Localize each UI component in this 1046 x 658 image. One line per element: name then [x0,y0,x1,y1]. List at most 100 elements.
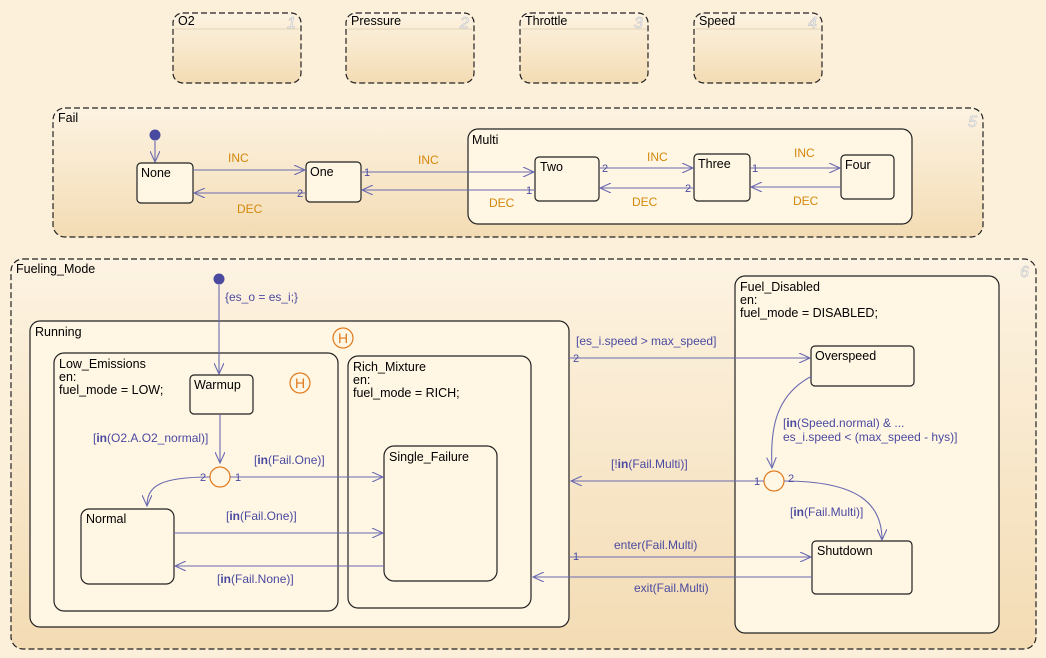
history-junction-low-emissions[interactable]: H [289,372,311,394]
state-one-name: One [310,165,334,179]
state-speed-name: Speed [699,14,735,28]
state-speed-order: 4 [808,15,817,32]
state-fail-order: 5 [968,114,977,131]
label-inc-2: INC [418,153,439,167]
state-warmup-name: Warmup [194,378,241,392]
state-four-name: Four [845,158,871,172]
state-four[interactable]: Four [840,154,895,200]
label-not-multi: [!in(Fail.Multi)] [611,457,688,471]
state-one[interactable]: One [305,161,362,203]
label-enter-multi: enter(Fail.Multi) [614,538,697,552]
state-o2-order: 1 [287,15,296,32]
transition-four-three[interactable]: DEC [751,187,841,208]
state-normal[interactable]: Normal [80,508,175,585]
port-one-out: 1 [364,167,370,179]
state-low-emissions-en: en: [59,370,76,384]
junction-disabled[interactable] [763,470,785,492]
label-speed-normal-1: [in(Speed.normal) & ... [783,416,904,430]
state-fuel-disabled-en: en: [740,293,757,307]
label-default-action: {es_o = es_i;} [225,290,298,304]
state-fuel-disabled-name: Fuel_Disabled [740,280,820,294]
state-none-name: None [141,166,171,180]
state-pressure-order: 2 [459,15,469,32]
state-multi-name: Multi [472,133,498,147]
port-two-in: 1 [526,185,532,197]
port-disabled-1: 1 [754,476,760,488]
default-transition-warmup[interactable]: {es_o = es_i;} [213,273,299,375]
transition-two-one[interactable]: 1 DEC [362,185,535,210]
junction-low[interactable] [209,466,231,488]
label-dec-4: DEC [793,194,819,208]
state-two[interactable]: Two [534,156,600,202]
history-h-low: H [295,375,305,391]
state-pressure[interactable]: Pressure 2 [345,12,475,84]
state-low-emissions-action: fuel_mode = LOW; [59,383,163,397]
state-rich-mixture-action: fuel_mode = RICH; [353,386,460,400]
transition-normal-single-failure[interactable]: [in(Fail.One)] [174,509,383,533]
state-three[interactable]: Three [693,153,751,202]
label-speed-normal-2: es_i.speed < (max_speed - hys)] [783,430,957,444]
port-junction-1: 1 [235,472,241,484]
state-shutdown[interactable]: Shutdown [811,540,913,595]
state-rich-mixture-en: en: [353,373,370,387]
transition-junction-normal[interactable]: 2 [147,472,211,506]
port-running-1: 1 [573,551,579,563]
state-overspeed[interactable]: Overspeed [810,345,915,387]
transition-junction-single-failure[interactable]: 1 [in(Fail.One)] [230,453,383,484]
label-inc-3: INC [647,150,668,164]
state-o2[interactable]: O2 1 [172,12,302,84]
state-low-emissions-name: Low_Emissions [59,357,146,371]
transition-single-failure-normal[interactable]: [in(Fail.None)] [175,566,384,586]
transition-shutdown-rich[interactable]: exit(Fail.Multi) [533,577,812,595]
label-exit-multi: exit(Fail.Multi) [634,581,709,595]
transition-running-shutdown[interactable]: 1 enter(Fail.Multi) [569,538,811,563]
label-inc-4: INC [794,146,815,160]
label-speed-gt: [es_i.speed > max_speed] [576,334,716,348]
label-fail-none: [in(Fail.None)] [217,572,294,586]
transition-one-none[interactable]: 2 DEC [194,188,306,216]
transition-three-two[interactable]: 2 DEC [600,183,694,209]
history-junction-running[interactable]: H [332,327,354,349]
label-multi: [in(Fail.Multi)] [790,505,863,519]
state-none[interactable]: None [136,162,194,204]
transition-two-three[interactable]: 2 INC [599,150,693,175]
state-fueling-mode-order: 6 [1020,264,1029,281]
transition-running-overspeed[interactable]: 2 [es_i.speed > max_speed] [569,334,810,365]
default-transition-none [149,129,161,163]
port-three-in: 2 [685,183,691,195]
state-o2-name: O2 [178,14,195,28]
state-warmup[interactable]: Warmup [189,374,254,415]
history-h-running: H [338,330,348,346]
port-running-2: 2 [573,353,579,365]
state-throttle-name: Throttle [525,14,567,28]
state-fail-name: Fail [58,111,78,125]
transition-overspeed-junction[interactable]: [in(Speed.normal) & ... es_i.speed < (ma… [772,375,958,468]
state-shutdown-name: Shutdown [817,544,873,558]
state-rich-mixture-name: Rich_Mixture [353,360,426,374]
state-single-failure[interactable]: Single_Failure [383,445,498,582]
state-two-name: Two [540,160,563,174]
state-fueling-mode-name: Fueling_Mode [16,262,95,276]
state-throttle-order: 3 [634,15,643,32]
state-speed[interactable]: Speed 4 [693,12,823,84]
state-fuel-disabled-action: fuel_mode = DISABLED; [740,306,878,320]
transition-none-one[interactable]: INC [193,151,305,170]
label-o2-normal: [in(O2.A.O2_normal)] [93,431,208,445]
state-fuel-disabled[interactable]: Fuel_Disabled en: fuel_mode = DISABLED; [734,275,1000,634]
port-two-out: 2 [602,163,608,175]
label-inc-1: INC [228,151,249,165]
label-fail-one-2: [in(Fail.One)] [226,509,297,523]
state-pressure-name: Pressure [351,14,401,28]
label-dec-3: DEC [632,195,658,209]
state-overspeed-name: Overspeed [815,349,876,363]
state-normal-name: Normal [86,512,126,526]
transition-one-two[interactable]: 1 INC [361,153,534,179]
state-three-name: Three [698,157,731,171]
transition-warmup-junction[interactable]: [in(O2.A.O2_normal)] [93,414,220,463]
transition-three-four[interactable]: 1 INC [750,146,840,175]
state-single-failure-name: Single_Failure [389,450,469,464]
label-dec-1: DEC [237,202,263,216]
transition-junction-shutdown[interactable]: 2 [in(Fail.Multi)] [783,473,882,540]
state-throttle[interactable]: Throttle 3 [519,12,649,84]
transition-junction-running[interactable]: 1 [!in(Fail.Multi)] [571,457,764,488]
